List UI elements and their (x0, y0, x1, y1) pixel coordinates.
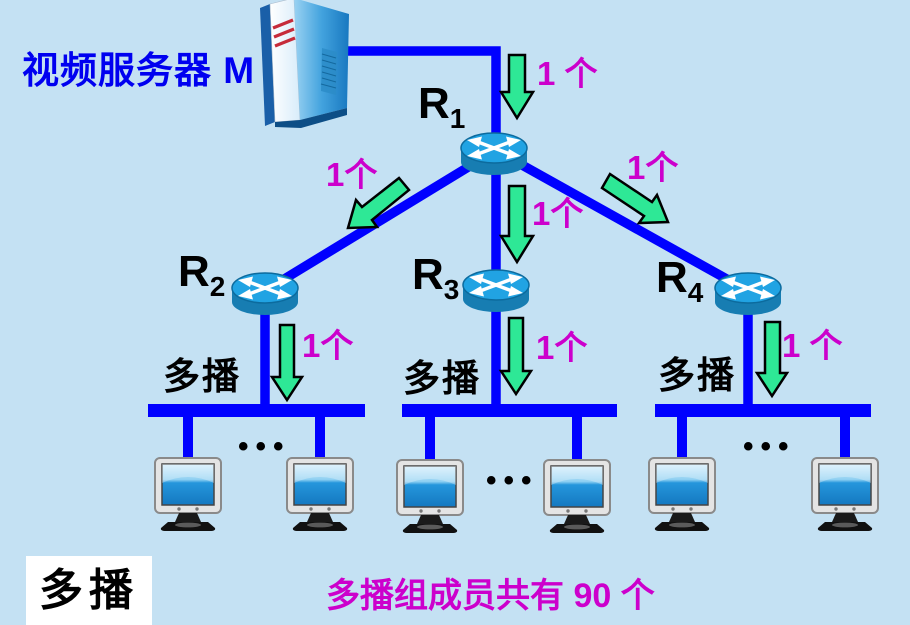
packet-count-r1-r4: 1个 (627, 149, 679, 186)
server-tower-icon (260, 0, 349, 128)
green-down-arrow-icon-lan2 (498, 316, 534, 397)
lan2-ellipsis: ••• (486, 464, 539, 497)
green-down-arrow-icon-lan3 (754, 320, 790, 399)
router-label-r4: R4 (656, 256, 703, 307)
router-label-r1: R1 (418, 82, 465, 133)
green-down-arrow-icon-lan1 (269, 323, 305, 403)
desktop-computer-icon (286, 457, 354, 532)
link-server-r1 (346, 46, 501, 145)
router-name: R (656, 253, 688, 302)
lan2-drop-line (572, 415, 582, 464)
packet-count-lan1: 1个 (302, 327, 354, 364)
lan1-drop-line (183, 415, 193, 462)
desktop-computer-icon (811, 457, 879, 532)
lan3-ellipsis: ••• (743, 430, 796, 463)
router-sub: 1 (449, 103, 466, 134)
packet-count-r1-r3: 1个 (532, 195, 584, 232)
desktop-computer-icon (396, 459, 464, 534)
router-icon-r4 (713, 271, 783, 317)
packet-count-lan3: 1 个 (782, 327, 843, 364)
router-name: R (418, 79, 450, 128)
router-label-r2: R2 (178, 250, 225, 301)
lan1-bus (148, 404, 365, 417)
lan1-label: 多播 (163, 356, 241, 397)
legend-label: 多播 (39, 565, 139, 615)
link-r1-r4 (501, 150, 753, 297)
router-name: R (178, 247, 210, 296)
router-icon-r3 (461, 268, 531, 314)
desktop-computer-icon (648, 457, 716, 532)
lan3-label: 多播 (658, 355, 736, 396)
green-down-arrow-icon-r1-r3 (498, 184, 536, 265)
lan1-ellipsis: ••• (238, 430, 291, 463)
server-label: 视频服务器 M (22, 50, 256, 91)
green-down-arrow-icon-r1-r2 (346, 176, 411, 230)
router-icon-r2 (230, 271, 300, 317)
lan1-drop-line (315, 415, 325, 462)
lan3-drop-line (677, 415, 687, 462)
router-sub: 3 (443, 274, 460, 305)
packet-count-lan2: 1个 (536, 329, 588, 366)
router-label-r3: R3 (412, 253, 459, 304)
router-sub: 2 (209, 271, 226, 302)
packet-count-r1-r2: 1个 (326, 156, 378, 193)
legend-box: 多播 (26, 556, 152, 625)
router-name: R (412, 250, 444, 299)
lan3-drop-line (840, 415, 850, 462)
green-down-arrow-icon-into-r1 (498, 53, 536, 121)
green-down-arrow-icon-r1-r4 (600, 172, 670, 225)
lan3-bus (655, 404, 871, 417)
desktop-computer-icon (543, 459, 611, 534)
lan2-label: 多播 (403, 358, 481, 399)
router-icon-r1 (459, 131, 529, 177)
caption: 多播组成员共有 90 个 (326, 577, 655, 615)
desktop-computer-icon (154, 457, 222, 532)
lan2-drop-line (425, 415, 435, 464)
lan2-bus (402, 404, 617, 417)
packet-count-into-r1: 1 个 (537, 55, 598, 92)
router-sub: 4 (687, 277, 704, 308)
